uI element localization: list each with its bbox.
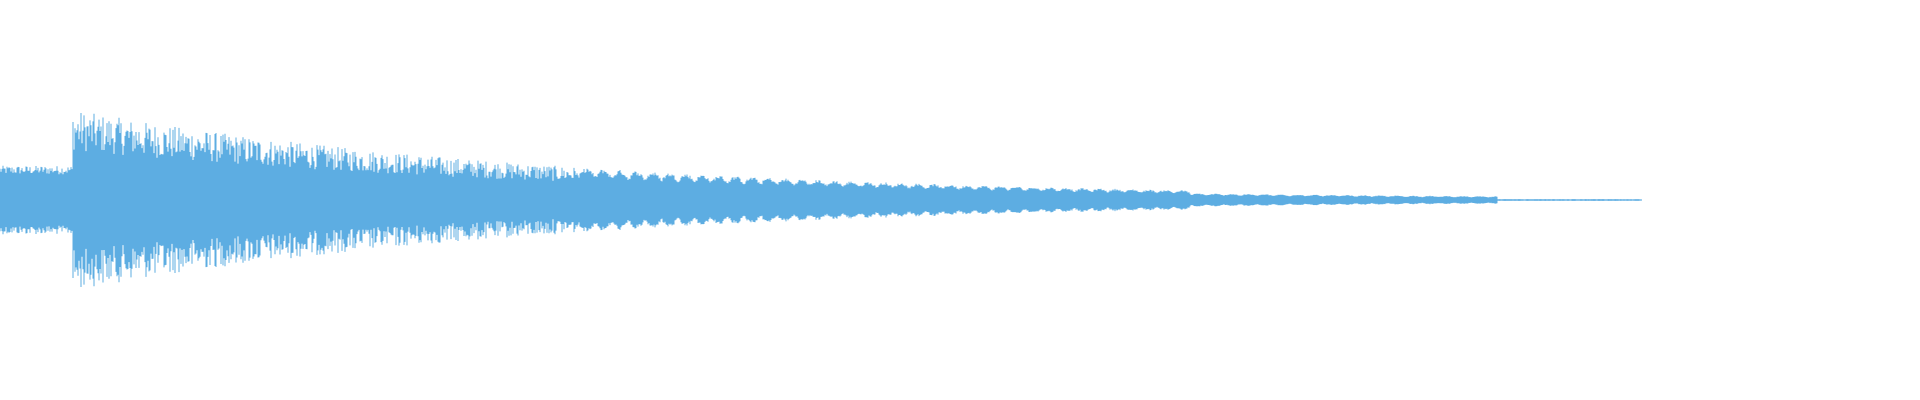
waveform-bars [0, 113, 1642, 287]
